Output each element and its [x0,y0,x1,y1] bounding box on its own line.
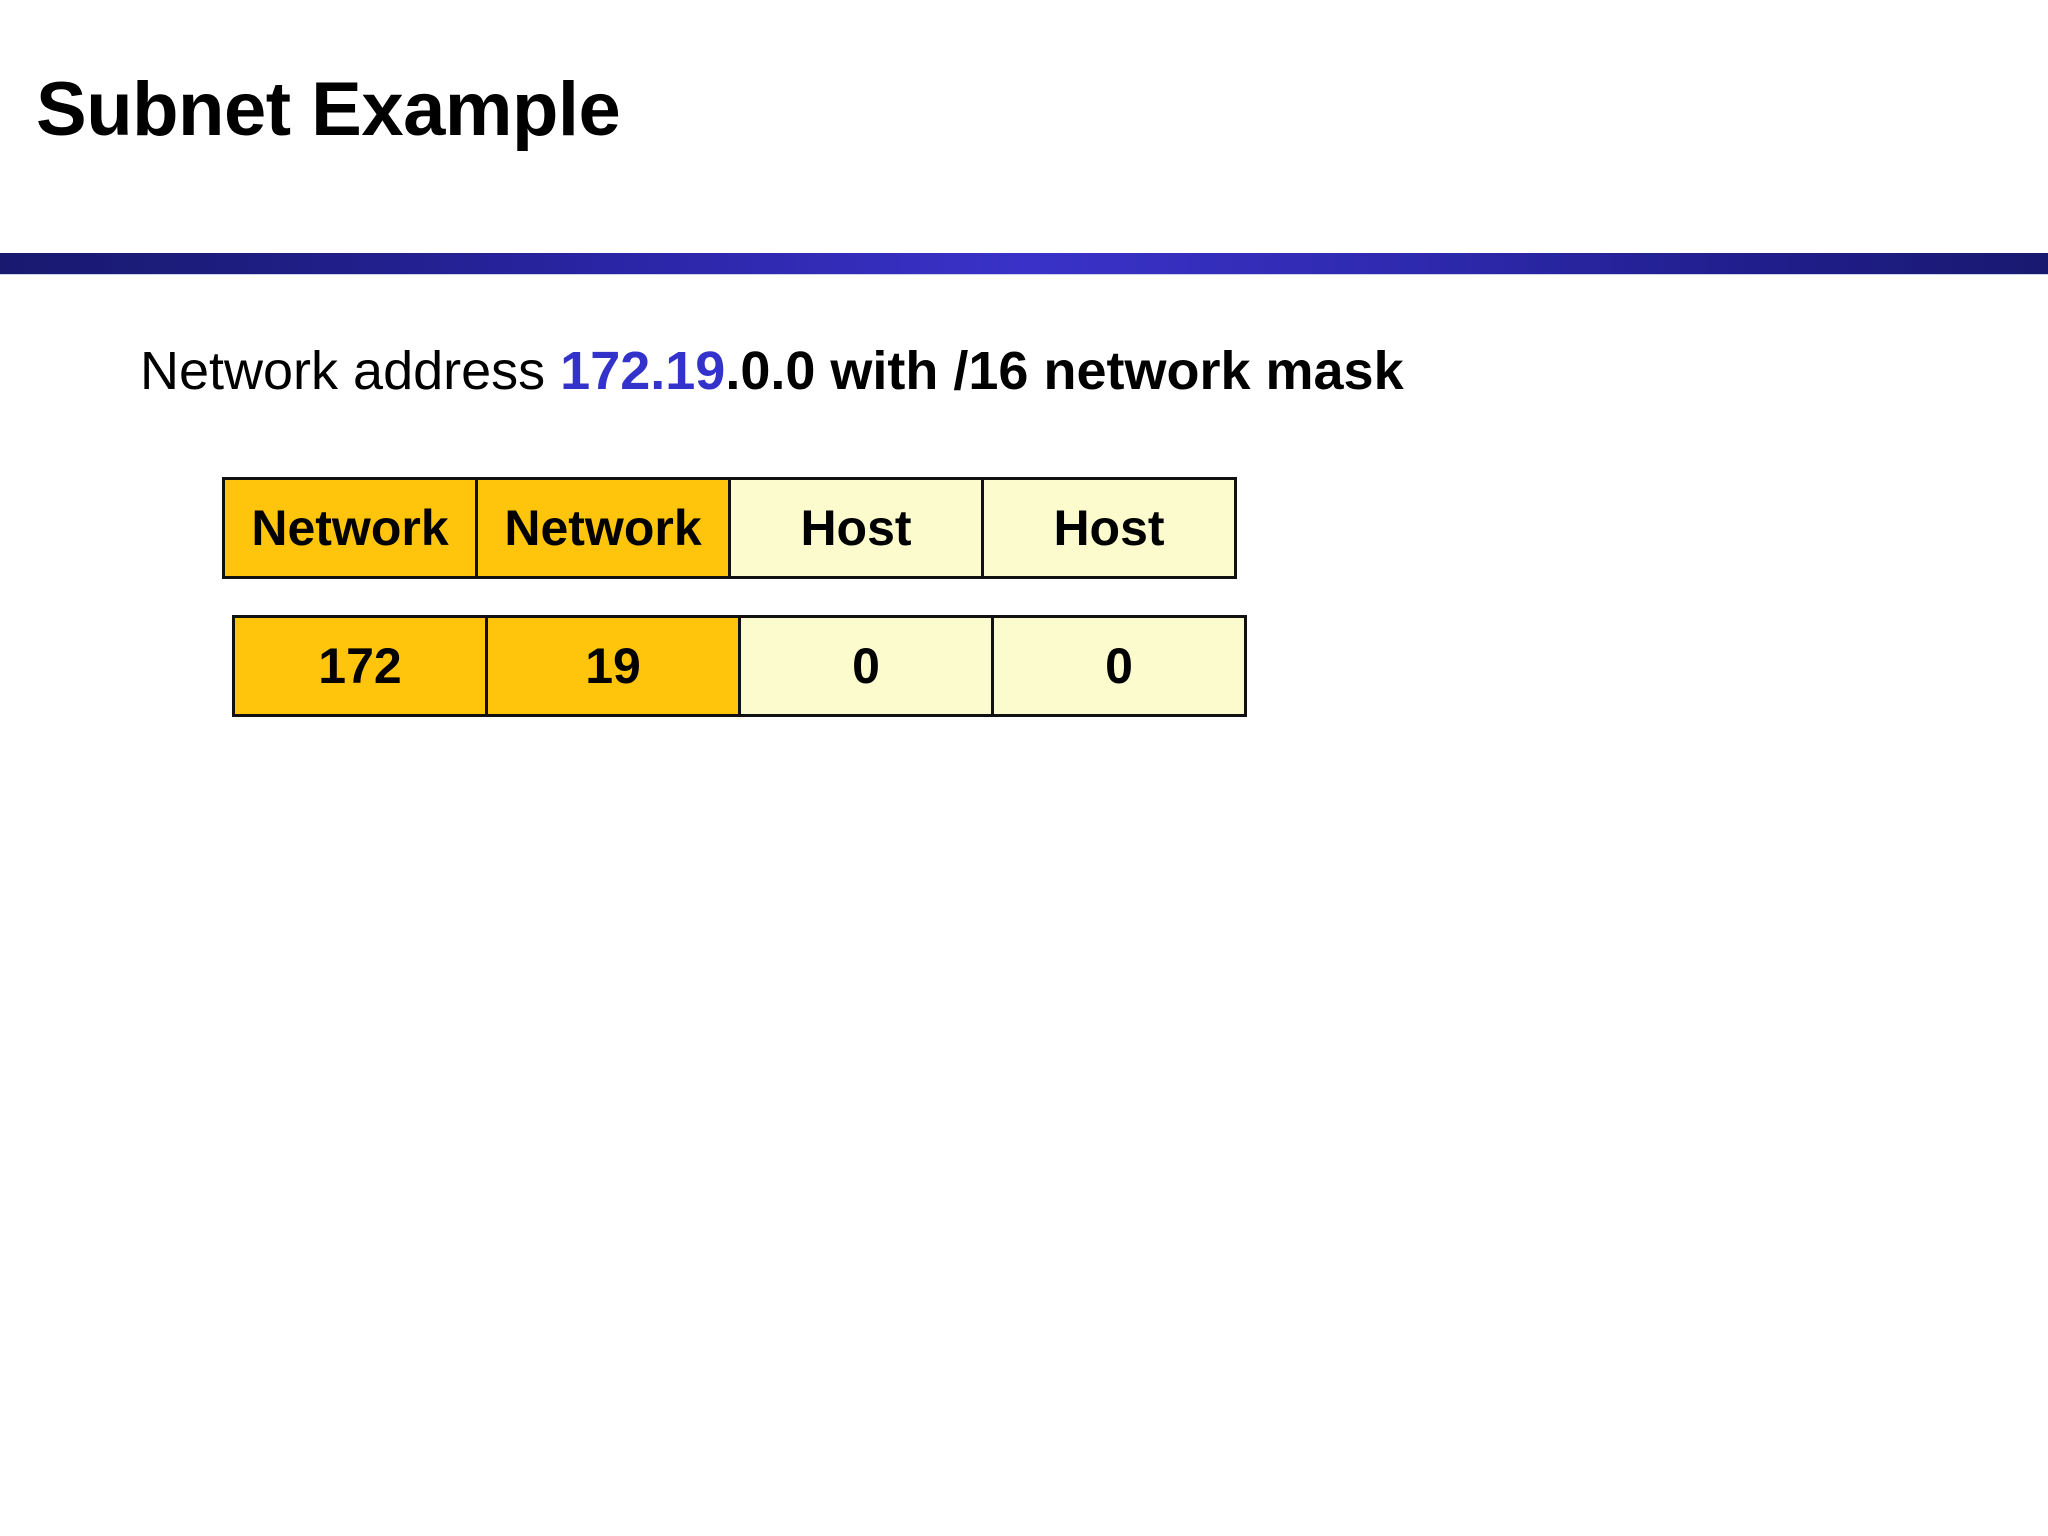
octet-value-cell-2: 19 [485,615,741,717]
octet-header-cell-1: Network [222,477,478,579]
octet-value-table: 172 19 0 0 [232,615,1247,717]
octet-value-cell-1: 172 [232,615,488,717]
table-row: Network Network Host Host [222,477,1237,579]
page-title: Subnet Example [36,67,621,152]
address-prefix-text: Network address [140,341,561,401]
table-row: 172 19 0 0 [232,615,1247,717]
octet-header-cell-2: Network [475,477,731,579]
octet-value-cell-4: 0 [991,615,1247,717]
title-divider-bar [0,253,2048,274]
address-suffix-text: .0.0 with /16 network mask [725,341,1404,401]
octet-header-table: Network Network Host Host [222,477,1237,579]
address-highlight-text: 172.19 [560,341,726,401]
network-address-statement: Network address 172.19.0.0 with /16 netw… [140,340,1404,402]
octet-value-cell-3: 0 [738,615,994,717]
octet-header-cell-4: Host [981,477,1237,579]
octet-header-cell-3: Host [728,477,984,579]
